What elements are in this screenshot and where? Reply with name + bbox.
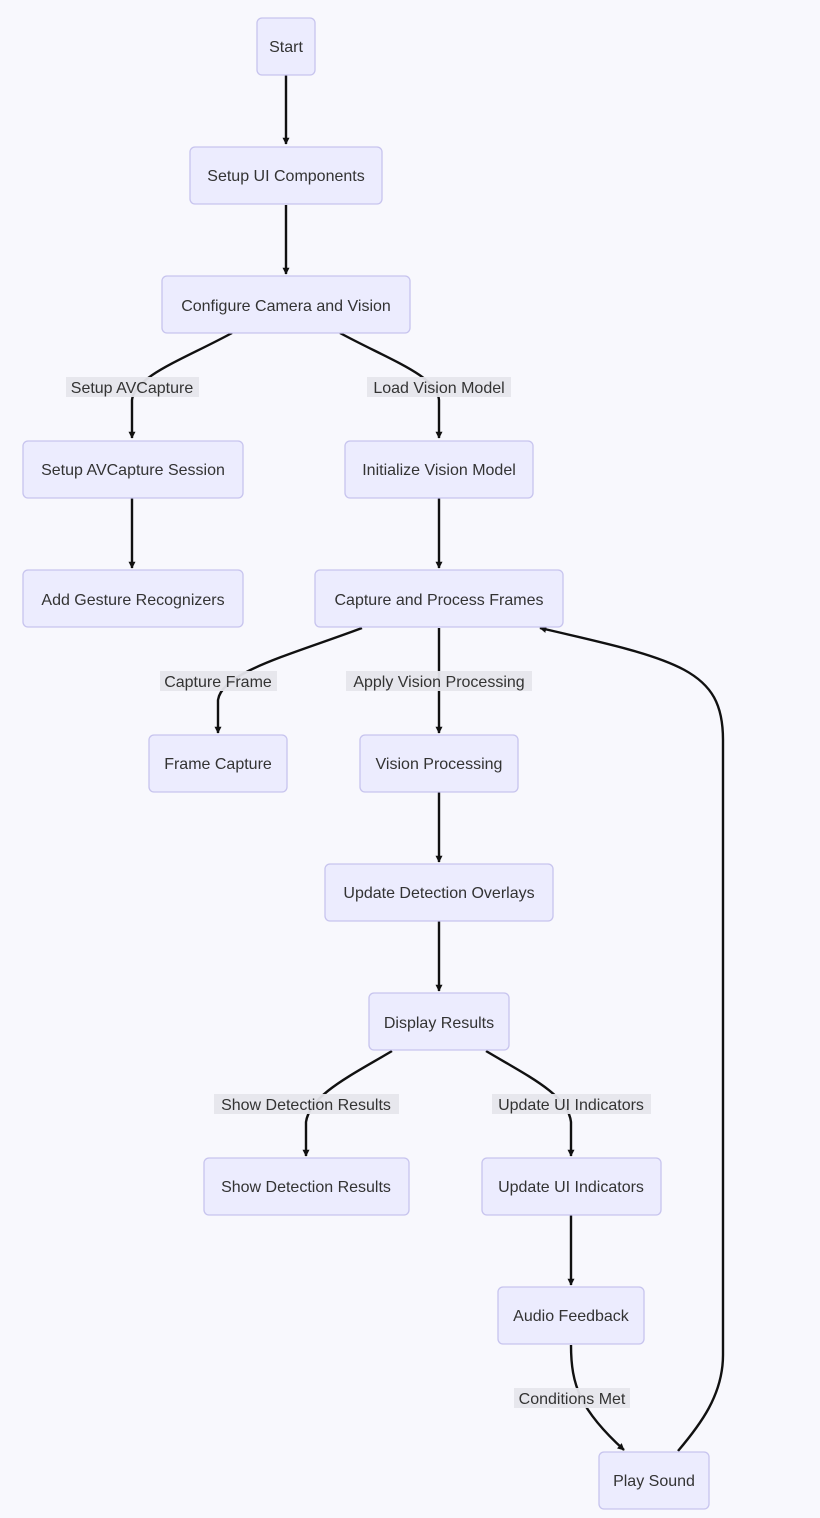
edge-label-show-detection: Show Detection Results: [214, 1094, 399, 1114]
node-initialize-vision-model-label: Initialize Vision Model: [362, 462, 516, 479]
node-setup-ui-components: Setup UI Components: [189, 146, 383, 205]
edge-configure-vision-model: [339, 331, 443, 439]
edge-label-apply-vision: Apply Vision Processing: [346, 671, 532, 691]
node-capture-process-frames-label: Capture and Process Frames: [335, 592, 544, 609]
node-update-detection-overlays: Update Detection Overlays: [324, 863, 554, 922]
edge-labels: Setup AVCapture Load Vision Model Captur…: [66, 377, 651, 1408]
edge-display-ui-indicators: [485, 1049, 575, 1157]
node-update-ui-indicators-label: Update UI Indicators: [498, 1179, 644, 1196]
node-display-results-label: Display Results: [384, 1015, 494, 1032]
node-play-sound: Play Sound: [598, 1451, 710, 1510]
edge-label-update-ui: Update UI Indicators: [492, 1094, 651, 1114]
edge-label-load-vision-model-text: Load Vision Model: [373, 380, 504, 397]
node-start: Start: [256, 17, 316, 76]
node-play-sound-label: Play Sound: [613, 1473, 695, 1490]
edge-label-show-detection-text: Show Detection Results: [221, 1097, 391, 1114]
node-initialize-vision-model: Initialize Vision Model: [344, 440, 534, 499]
node-show-detection-results: Show Detection Results: [203, 1157, 410, 1216]
node-display-results: Display Results: [368, 992, 510, 1051]
node-setup-avcapture-session: Setup AVCapture Session: [22, 440, 244, 499]
node-setup-ui-components-label: Setup UI Components: [207, 168, 364, 185]
node-capture-process-frames: Capture and Process Frames: [314, 569, 564, 628]
node-vision-processing: Vision Processing: [359, 734, 519, 793]
edge-label-conditions-met: Conditions Met: [514, 1388, 630, 1408]
node-add-gesture-recognizers: Add Gesture Recognizers: [22, 569, 244, 628]
edge-label-load-vision-model: Load Vision Model: [367, 377, 511, 397]
edge-label-setup-avcapture-text: Setup AVCapture: [71, 380, 194, 397]
edge-display-show-results: [302, 1049, 393, 1157]
nodes: Start Setup UI Components Configure Came…: [22, 17, 710, 1510]
node-configure-camera-vision: Configure Camera and Vision: [161, 275, 411, 334]
node-show-detection-results-label: Show Detection Results: [221, 1179, 391, 1196]
edge-label-apply-vision-text: Apply Vision Processing: [353, 674, 524, 691]
edge-label-update-ui-text: Update UI Indicators: [498, 1097, 644, 1114]
node-add-gesture-recognizers-label: Add Gesture Recognizers: [41, 592, 224, 609]
node-frame-capture: Frame Capture: [148, 734, 288, 793]
edge-play-sound-capture-loop: [539, 625, 725, 1452]
edge-label-capture-frame-text: Capture Frame: [164, 674, 272, 691]
node-start-label: Start: [269, 39, 303, 56]
edge-label-capture-frame: Capture Frame: [160, 671, 277, 691]
node-update-detection-overlays-label: Update Detection Overlays: [343, 885, 534, 902]
node-audio-feedback-label: Audio Feedback: [513, 1308, 630, 1325]
node-configure-camera-vision-label: Configure Camera and Vision: [181, 298, 391, 315]
node-audio-feedback: Audio Feedback: [497, 1286, 645, 1345]
edge-configure-avcapture: [128, 331, 233, 439]
edge-capture-frame-capture: [214, 626, 363, 734]
node-setup-avcapture-session-label: Setup AVCapture Session: [41, 462, 225, 479]
node-frame-capture-label: Frame Capture: [164, 756, 272, 773]
edge-label-conditions-met-text: Conditions Met: [519, 1391, 626, 1408]
node-update-ui-indicators: Update UI Indicators: [481, 1157, 662, 1216]
edge-label-setup-avcapture: Setup AVCapture: [66, 377, 199, 397]
node-vision-processing-label: Vision Processing: [376, 756, 503, 773]
